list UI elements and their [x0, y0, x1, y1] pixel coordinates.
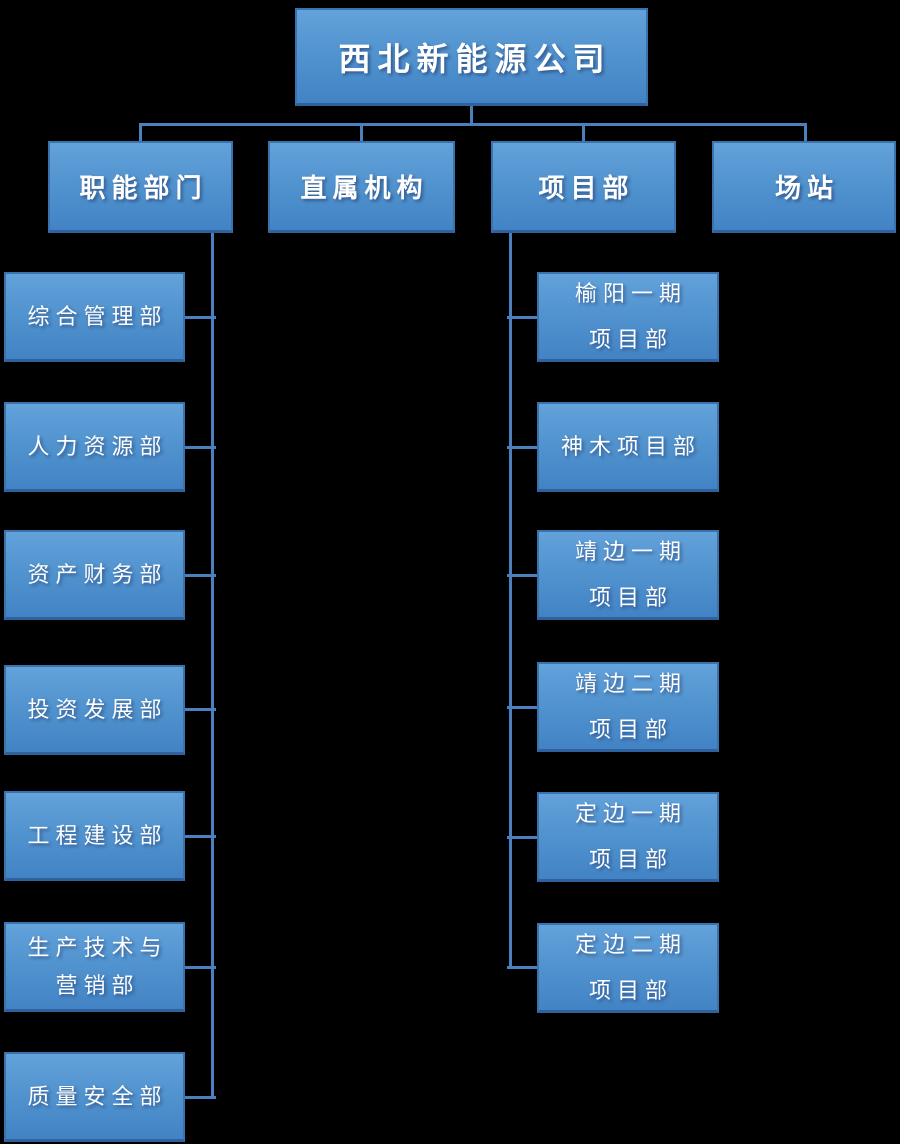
node-jingbian-phase2-project: 靖边二期 项目部	[537, 662, 719, 752]
node-yuyang-phase1-project: 榆阳一期 项目部	[537, 272, 719, 362]
node-general-management: 综合管理部	[4, 272, 185, 362]
node-investment-development: 投资发展部	[4, 665, 185, 755]
connector-right-stub-4	[507, 706, 538, 709]
node-company: 西北新能源公司	[295, 8, 648, 106]
node-shenmu-project: 神木项目部	[537, 402, 719, 492]
node-dingbian-phase1-project: 定边一期 项目部	[537, 792, 719, 882]
node-asset-finance: 资产财务部	[4, 530, 185, 620]
connector-right-rail	[509, 233, 512, 969]
connector-left-stub-6	[185, 966, 216, 969]
node-dingbian-phase2-project: 定边二期 项目部	[537, 923, 719, 1013]
connector-drop-direct	[360, 125, 363, 142]
connector-right-stub-6	[507, 966, 538, 969]
connector-drop-functional	[139, 125, 142, 142]
node-quality-safety: 质量安全部	[4, 1052, 185, 1142]
connector-left-stub-1	[185, 316, 216, 319]
node-stations: 场站	[712, 141, 896, 233]
node-functional-departments: 职能部门	[48, 141, 233, 233]
connector-left-rail	[211, 233, 214, 1099]
connector-right-stub-2	[507, 446, 538, 449]
node-human-resources: 人力资源部	[4, 402, 185, 492]
connector-left-stub-5	[185, 835, 216, 838]
connector-right-stub-1	[507, 316, 538, 319]
node-engineering-construction: 工程建设部	[4, 791, 185, 881]
connector-left-stub-2	[185, 446, 216, 449]
connector-drop-project	[582, 125, 585, 142]
connector-right-stub-5	[507, 836, 538, 839]
connector-top-rail	[139, 123, 807, 126]
node-direct-institutions: 直属机构	[268, 141, 455, 233]
connector-left-stub-4	[185, 708, 216, 711]
connector-right-stub-3	[507, 574, 538, 577]
connector-left-stub-3	[185, 574, 216, 577]
node-project-department: 项目部	[491, 141, 676, 233]
connector-drop-stations	[804, 125, 807, 142]
connector-left-stub-7	[185, 1096, 216, 1099]
connector-root-stub	[470, 105, 473, 125]
node-production-tech-marketing: 生产技术与 营销部	[4, 922, 185, 1012]
node-jingbian-phase1-project: 靖边一期 项目部	[537, 530, 719, 620]
